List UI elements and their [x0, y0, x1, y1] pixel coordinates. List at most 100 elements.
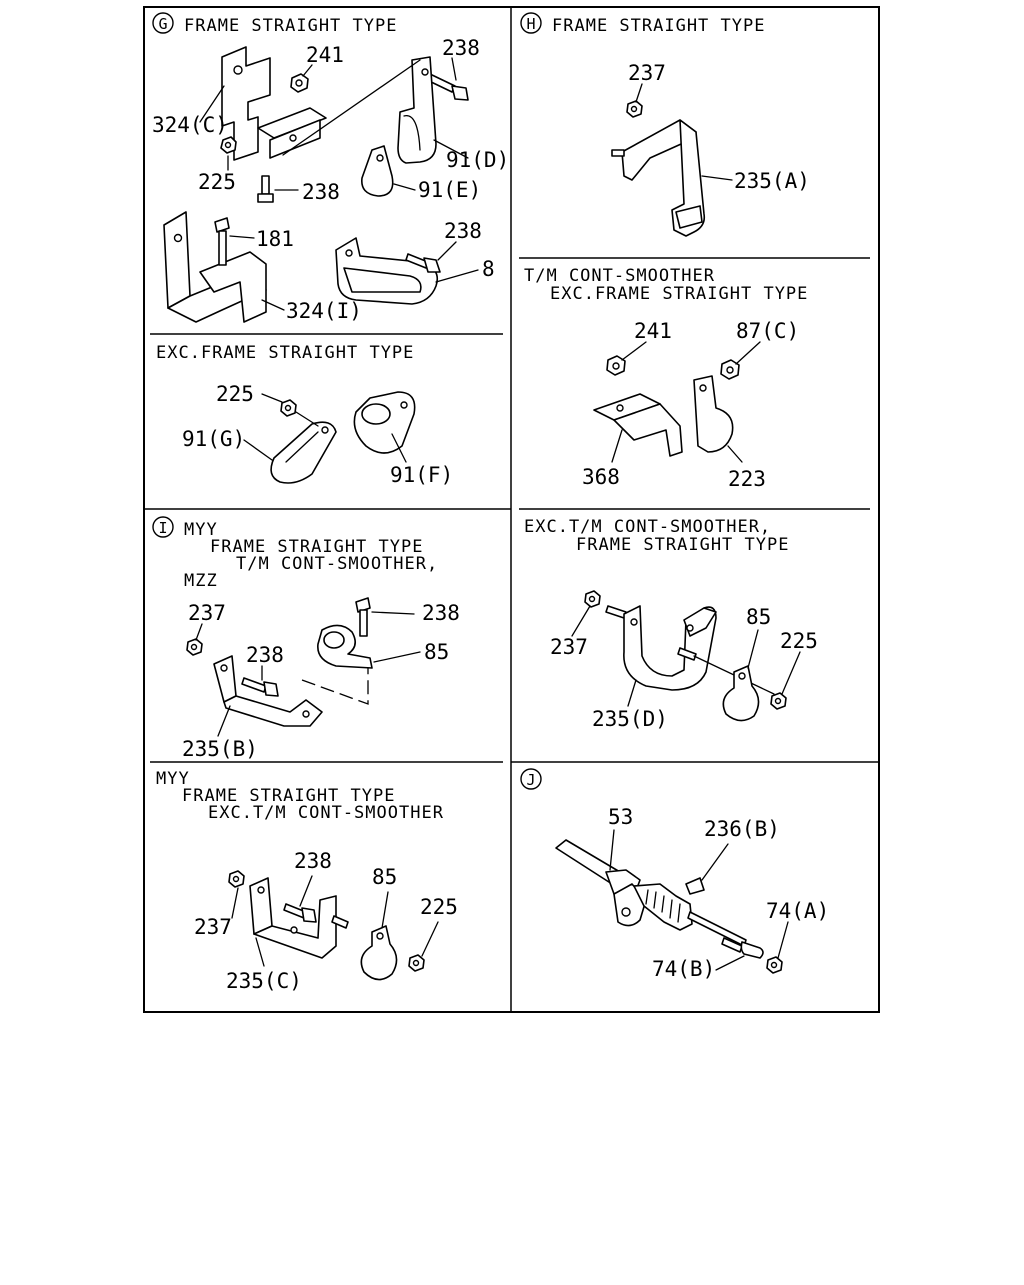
bolt-238-head: [263, 681, 279, 697]
part-label: 235(C): [226, 969, 302, 993]
clip-91f-loop: [361, 403, 391, 425]
bolt-238-head: [257, 193, 274, 203]
part-label: 225: [198, 170, 236, 194]
nut-hole: [588, 595, 596, 603]
leader: [195, 623, 203, 641]
bracket-hole: [290, 926, 298, 934]
assembly-line: [282, 59, 421, 156]
part-label: 238: [294, 849, 332, 873]
leader: [627, 679, 637, 707]
bolt-238-shank: [405, 253, 429, 269]
bracket-235a-foot: [675, 205, 703, 229]
part-label: 237: [550, 635, 588, 659]
leader: [781, 651, 801, 695]
nut-hole: [224, 141, 232, 149]
part-label: 235(B): [182, 737, 258, 761]
leader: [701, 175, 733, 181]
clip-8-inner: [343, 267, 422, 293]
part-label: 91(F): [390, 463, 453, 487]
section-i-title-2: FRAME STRAIGHT TYPE: [210, 537, 423, 557]
boot-rib: [677, 903, 681, 923]
leader: [217, 705, 231, 737]
nut-hole: [232, 875, 240, 883]
clip-hole: [699, 384, 707, 392]
section-i-marker-circle: [152, 516, 174, 538]
section-h: H FRAME STRAIGHT TYPE 237 235(A): [520, 12, 810, 237]
boot-rib: [645, 889, 649, 905]
nut-hole: [190, 643, 198, 651]
leader: [437, 241, 457, 261]
leader: [571, 605, 591, 637]
section-i-title-4: MZZ: [184, 571, 218, 591]
section-i-title-3: T/M CONT-SMOOTHER,: [236, 554, 438, 574]
part-label: 241: [306, 43, 344, 67]
clip-fold: [285, 431, 319, 463]
clip-223: [693, 375, 734, 453]
clip-hole: [400, 401, 408, 409]
bolt-236b-head: [685, 877, 705, 895]
part-label: 235(D): [592, 707, 668, 731]
leader: [295, 411, 319, 427]
nut-hole: [284, 404, 292, 412]
bolt-238-head: [423, 257, 441, 273]
leader: [261, 299, 285, 311]
bracket-hole: [616, 404, 624, 412]
bracket-hole: [289, 134, 297, 142]
clip-85-loop: [323, 631, 345, 649]
part-label: 8: [482, 257, 495, 281]
section-j-marker: J: [526, 771, 535, 789]
part-label: 324(I): [286, 299, 362, 323]
leader: [735, 341, 761, 365]
part-label: 85: [372, 865, 397, 889]
clip-hole: [738, 672, 746, 680]
part-label: 53: [608, 805, 633, 829]
section-h-title: FRAME STRAIGHT TYPE: [552, 16, 765, 36]
clip-hole: [321, 426, 329, 434]
bracket-hole: [621, 907, 631, 917]
bolt-238-head: [451, 85, 469, 101]
leader: [433, 139, 469, 159]
leader: [777, 921, 789, 959]
part-label: 91(E): [418, 178, 481, 202]
section-exc-tm: EXC.T/M CONT-SMOOTHER, FRAME STRAIGHT TY…: [524, 517, 818, 731]
nut-74b: [740, 941, 764, 959]
nut-hole: [726, 366, 734, 374]
nut-hole: [774, 697, 782, 705]
leader: [199, 85, 225, 123]
part-label: 238: [444, 219, 482, 243]
bracket-324c: [221, 46, 271, 161]
bolt-238-shank: [359, 609, 368, 637]
part-label: 237: [194, 915, 232, 939]
bracket-hole: [233, 65, 243, 75]
part-label: 368: [582, 465, 620, 489]
section-exc-tm-title-1: EXC.T/M CONT-SMOOTHER,: [524, 517, 771, 537]
section-h-sub-title-1: T/M CONT-SMOOTHER: [524, 266, 715, 286]
clip-85: [722, 665, 760, 722]
part-label: 225: [216, 382, 254, 406]
part-label: 91(G): [182, 427, 245, 451]
leader: [635, 83, 643, 103]
leader: [391, 433, 407, 463]
part-label: 225: [420, 895, 458, 919]
clip-hole: [345, 249, 353, 257]
bracket-324c-tab: [257, 107, 327, 139]
leader: [393, 183, 416, 191]
section-h-marker-circle: [520, 12, 542, 34]
bracket-hole: [686, 624, 694, 632]
bolt-181-shank: [218, 230, 227, 266]
bolt-238-head: [355, 597, 371, 613]
bolt-238-shank: [241, 677, 267, 693]
nut-hole: [295, 79, 303, 87]
part-label: 238: [422, 601, 460, 625]
bracket-235b-upright: [213, 655, 237, 703]
part-label: 238: [302, 180, 340, 204]
section-i-sub-title-3: EXC.T/M CONT-SMOOTHER: [208, 803, 444, 823]
bracket-235c-body: [253, 895, 337, 959]
bracket-hole: [630, 618, 638, 626]
part-label: 238: [442, 36, 480, 60]
part-label: 91(D): [446, 148, 509, 172]
bracket-324i-upright: [163, 211, 191, 309]
part-label: 223: [728, 467, 766, 491]
part-label: 324(C): [152, 113, 228, 137]
